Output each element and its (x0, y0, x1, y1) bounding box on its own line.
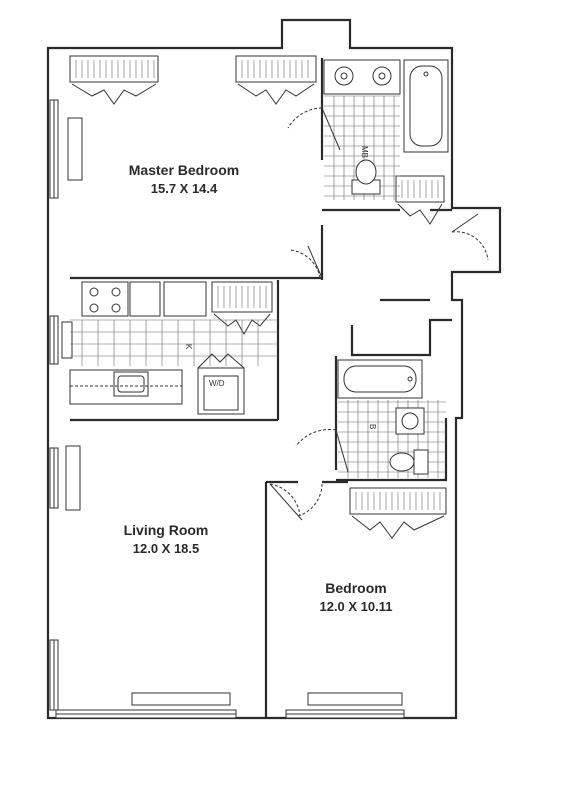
left-windows (49, 99, 83, 711)
exterior-wall (46, 18, 502, 720)
kitchen-tag: K (184, 344, 193, 350)
bath-tag: B (368, 424, 377, 429)
washer-dryer-tag: W/D (209, 379, 225, 388)
interior-walls (70, 58, 452, 718)
bottom-windows (55, 692, 405, 719)
bedroom-dims: 12.0 X 10.11 (319, 599, 392, 614)
master-bedroom-dims: 15.7 X 14.4 (151, 181, 218, 196)
living-room-name: Living Room (124, 522, 209, 538)
living-room-dims: 12.0 X 18.5 (133, 541, 200, 556)
master-bath: MB (323, 59, 449, 200)
kitchen: W/D K (69, 281, 278, 415)
radiator-units (69, 55, 447, 539)
door-swings-bedroom (269, 483, 323, 521)
bath: B (295, 359, 446, 478)
bedroom-name: Bedroom (325, 580, 386, 596)
door-swings-master (287, 107, 489, 279)
master-bedroom-name: Master Bedroom (129, 162, 239, 178)
master-bath-tag: MB (360, 146, 369, 158)
